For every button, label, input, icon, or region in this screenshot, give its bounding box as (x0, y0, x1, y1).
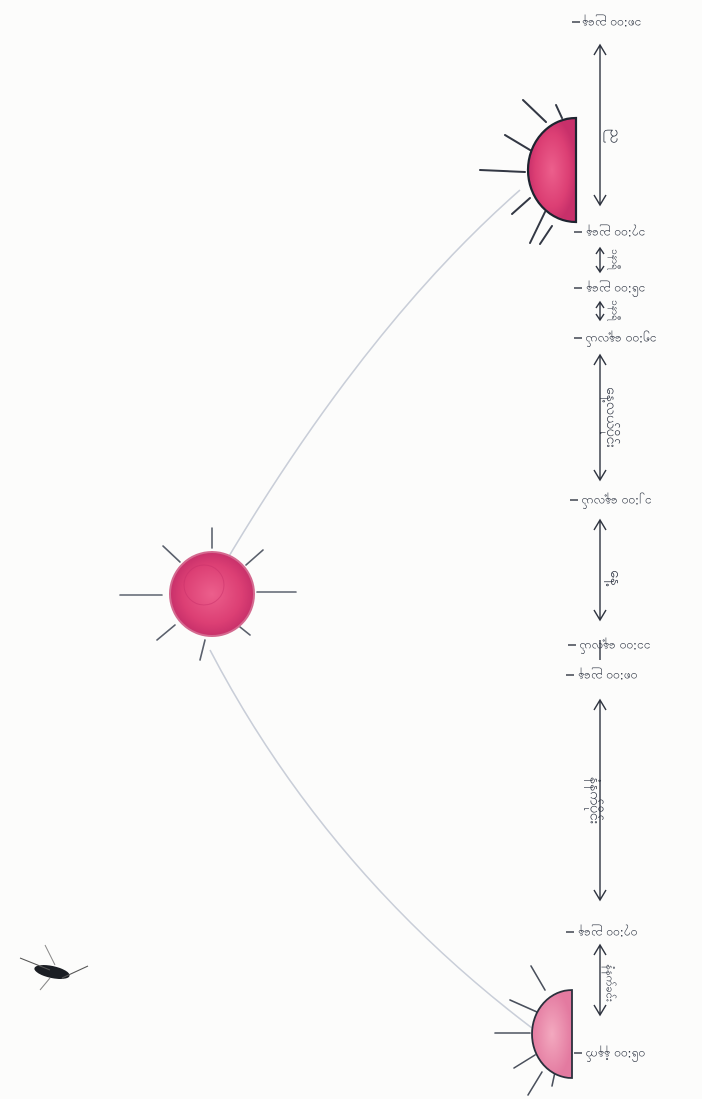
time-label-0600: ၀၆:၀၀ နံနက် (586, 1045, 645, 1063)
sun-top-half (480, 100, 576, 244)
sun-bottom-body (532, 990, 572, 1078)
time-label-1600: ၁၆:၀၀ ညနေ (586, 280, 645, 298)
timeline-arrows (594, 45, 606, 1015)
sun-noon (120, 528, 296, 660)
sun-top-body (528, 118, 576, 222)
time-label-1100: ၁၁:၀၀ နေ့လယ် (580, 637, 650, 655)
time-label-1500: ၁၅:၀၀ နေ့လယ် (586, 330, 656, 348)
sun-noon-body (170, 552, 254, 636)
time-label-1700: ၁၇:၀၀ ညနေ (586, 224, 645, 242)
sun-path-arc-lower (210, 650, 548, 1040)
dark-smudge-mark (20, 945, 88, 990)
duration-label-afternoon: နေ့လယ်ပိုင်း (600, 387, 621, 448)
sun-path-arc-upper (212, 190, 520, 585)
time-label-1800: ၁၈:၀၀ ညနေ (582, 14, 641, 32)
time-label-0700: ၀၇:၀၀ ညနေ (578, 924, 637, 942)
time-label-0800: ၀၈:၀၀ ညနေ (578, 667, 637, 685)
duration-label-short2: ၁နာရီ (607, 300, 622, 321)
duration-label-dawn: နံနက်ခင်း (601, 964, 617, 1001)
duration-label-noon: နေ့ (603, 570, 625, 586)
duration-label-morning: နံနက်ပိုင်း (583, 777, 604, 825)
duration-label-short1: ၁နာရီ (607, 249, 622, 270)
duration-label-dusk: ည (602, 129, 624, 144)
sun-bottom-half (495, 966, 572, 1095)
time-label-1200: ၁၂:၀၀ နေ့လယ် (582, 492, 652, 510)
